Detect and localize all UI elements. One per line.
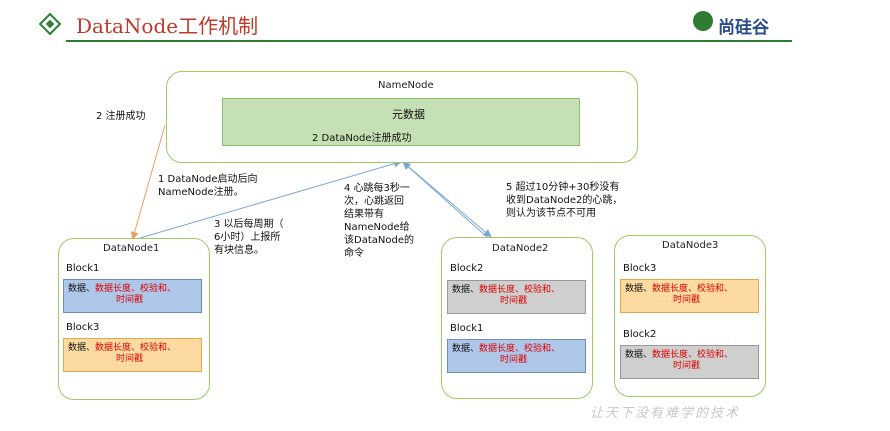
page-title: DataNode工作机制 bbox=[76, 14, 259, 38]
datanode2-block1-label: Block2 bbox=[450, 263, 484, 274]
datanode2-block2: 数据、数据长度、校验和、 时间戳 bbox=[447, 339, 586, 373]
datanode3-block1: 数据、数据长度、校验和、 时间戳 bbox=[620, 279, 759, 313]
metadata-label: 元数据 bbox=[392, 108, 425, 121]
datanode1-block1: 数据、数据长度、校验和、 时间戳 bbox=[63, 279, 202, 313]
datanode2-block2-label: Block1 bbox=[450, 323, 484, 334]
metadata-box bbox=[222, 98, 580, 146]
datanode1-block2: 数据、数据长度、校验和、 时间戳 bbox=[63, 338, 202, 372]
footer-slogan: 让天下没有难学的技术 bbox=[590, 406, 741, 421]
heartbeat-return-arrow bbox=[403, 162, 492, 238]
datanode2-label: DataNode2 bbox=[492, 243, 549, 254]
start-register-text: 1 DataNode启动后向 NameNode注册。 bbox=[158, 174, 258, 198]
namenode-label: NameNode bbox=[378, 80, 434, 91]
register-success-text: 2 注册成功 bbox=[96, 111, 146, 122]
datanode3-block2: 数据、数据长度、校验和、 时间戳 bbox=[620, 345, 759, 379]
datanode3-block2-label: Block2 bbox=[623, 329, 657, 340]
heartbeat-text: 4 心跳每3秒一 次，心跳返回 结果带有 NameNode给 该DataNode… bbox=[344, 183, 414, 259]
header-logo-icon bbox=[38, 12, 62, 36]
datanode1-label: DataNode1 bbox=[103, 243, 160, 254]
brand-logo-icon bbox=[693, 11, 713, 31]
register-success-arrow bbox=[130, 124, 166, 240]
datanode1-block1-label: Block1 bbox=[66, 263, 100, 274]
datanode2-block1: 数据、数据长度、校验和、 时间戳 bbox=[447, 280, 586, 314]
report-text: 3 以后每周期（ 6小时）上报所 有块信息。 bbox=[214, 219, 284, 256]
metadata-note: 2 DataNode注册成功 bbox=[312, 133, 412, 144]
brand-logo-text: 尚硅谷 bbox=[718, 18, 769, 38]
title-underline bbox=[66, 40, 792, 42]
datanode3-block1-label: Block3 bbox=[623, 263, 657, 274]
register-arrow-dn1 bbox=[139, 159, 402, 239]
datanode1-block2-label: Block3 bbox=[66, 322, 100, 333]
datanode3-label: DataNode3 bbox=[662, 240, 719, 251]
datanode1-box bbox=[58, 238, 210, 400]
timeout-text: 5 超过10分钟+30秒没有 收到DataNode2的心跳， 则认为该节点不可用 bbox=[506, 182, 623, 219]
